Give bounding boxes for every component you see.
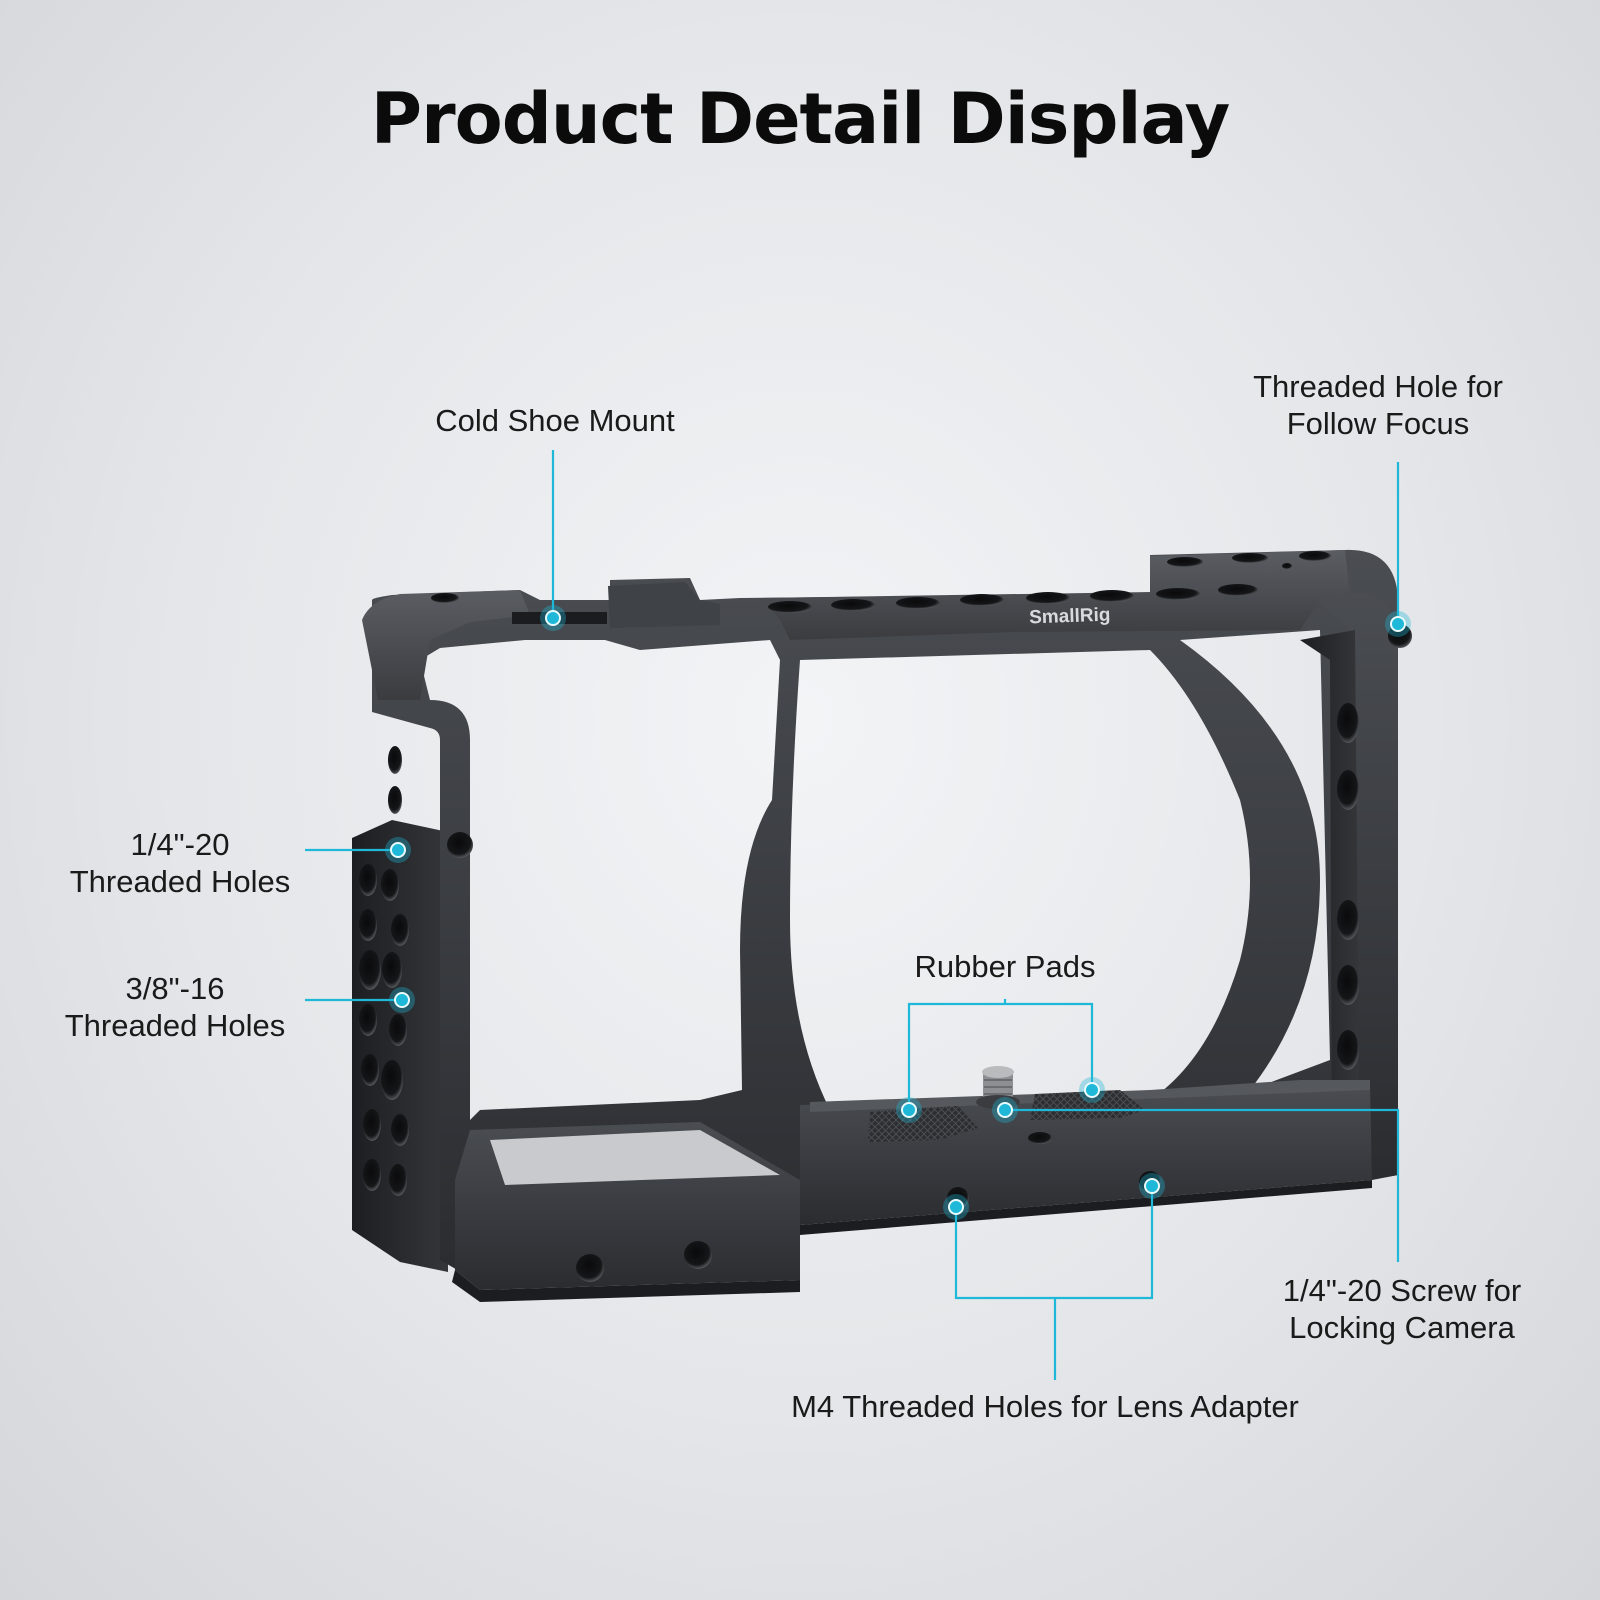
callout-text: Follow Focus [1286,406,1470,441]
bottom-left-foot-holes [576,1241,712,1282]
callout-dots [385,605,1411,1220]
top-rail-holes [768,551,1331,613]
page-title: Product Detail Display [370,78,1230,160]
callout-text: 3/8"-16 [125,971,225,1006]
right-column-holes [1337,624,1412,1070]
callout-follow-focus-hole: Threaded Hole for Follow Focus [1218,368,1538,442]
callout-text: 1/4"-20 [130,827,230,862]
callout-three-eighths-holes: 3/8"-16 Threaded Holes [45,970,305,1044]
left-side-holes [359,746,409,1196]
callout-text: Threaded Hole for [1253,369,1503,404]
callout-cold-shoe-mount: Cold Shoe Mount [420,402,690,439]
callout-text: Threaded Holes [64,1008,286,1043]
callout-text: M4 Threaded Holes for Lens Adapter [791,1389,1299,1424]
rubber-pad-left [868,1106,978,1142]
left-top-block [362,590,530,700]
callout-leader-lines [305,450,1400,1380]
brand-logo: SmallRig [1029,605,1111,629]
callout-text: Threaded Holes [69,864,291,899]
rubber-pad-right [1030,1090,1145,1120]
left-side-plate [352,820,448,1272]
callout-text: 1/4"-20 Screw for [1282,1273,1522,1308]
callout-rubber-pads: Rubber Pads [880,948,1130,985]
callout-text: Rubber Pads [914,949,1096,984]
callout-text: Locking Camera [1289,1310,1515,1345]
callout-m4-holes: M4 Threaded Holes for Lens Adapter [745,1388,1345,1425]
callout-quarter-inch-holes: 1/4"-20 Threaded Holes [50,826,310,900]
right-column [1318,592,1398,1180]
callout-text: Cold Shoe Mount [435,403,675,438]
callout-locking-screw: 1/4"-20 Screw for Locking Camera [1262,1272,1542,1346]
